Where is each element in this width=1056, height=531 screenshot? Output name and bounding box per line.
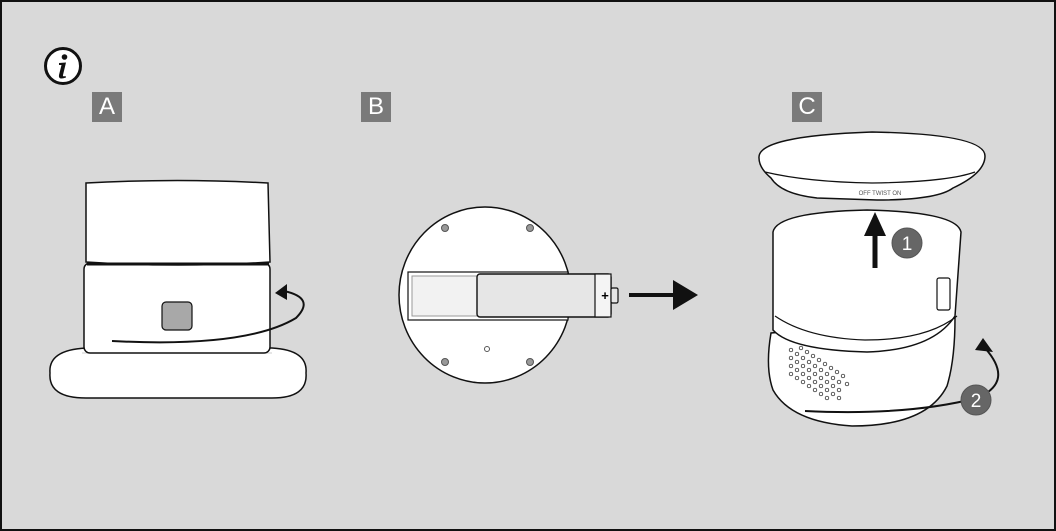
svg-text:2: 2 bbox=[971, 391, 982, 412]
cover bbox=[758, 131, 986, 201]
battery-polarity-label: + bbox=[601, 288, 609, 303]
svg-text:1: 1 bbox=[902, 234, 913, 255]
lift-arrow bbox=[864, 212, 886, 236]
switch-text: OFF TWIST ON bbox=[859, 191, 902, 197]
battery bbox=[476, 273, 612, 318]
marker-2: 2 bbox=[960, 384, 992, 416]
step-label-b: B bbox=[361, 92, 391, 122]
pull-arrow bbox=[673, 280, 698, 310]
info-icon bbox=[44, 47, 82, 85]
test-button bbox=[161, 301, 193, 331]
twist-arrow-a bbox=[111, 290, 305, 344]
marker-1: 1 bbox=[891, 227, 923, 259]
sound-grille bbox=[788, 345, 850, 401]
step-label-c: C bbox=[792, 92, 822, 122]
battery-removal-illustration: + bbox=[398, 206, 698, 384]
step-label-a: A bbox=[92, 92, 122, 122]
detector-on-base-illustration bbox=[49, 179, 307, 399]
